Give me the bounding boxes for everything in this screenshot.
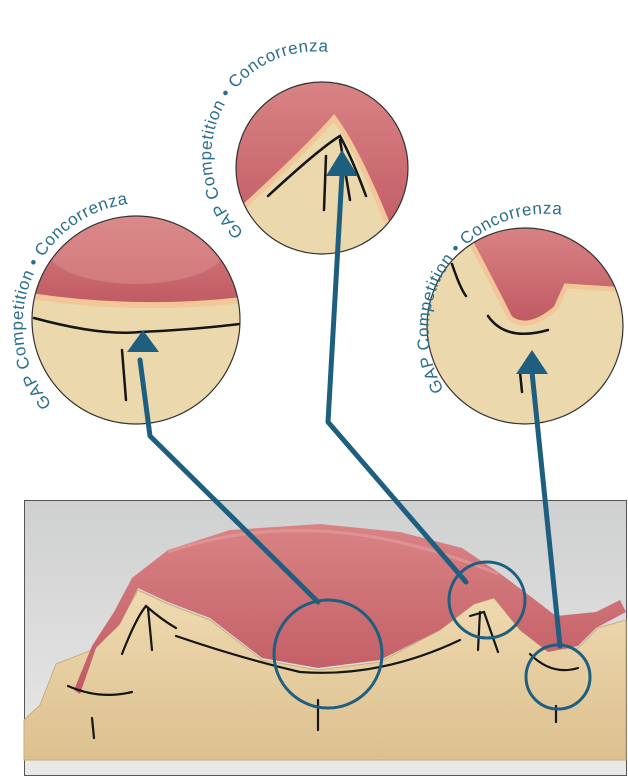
detail-circle-left: GAP Competition • Concorrenza [8, 189, 242, 426]
model-cross-section-photo [24, 500, 628, 776]
detail-circle-right: GAP Competition • Concorrenza [414, 199, 626, 426]
detail-circle-center: GAP Competition • Concorrenza [196, 36, 408, 254]
